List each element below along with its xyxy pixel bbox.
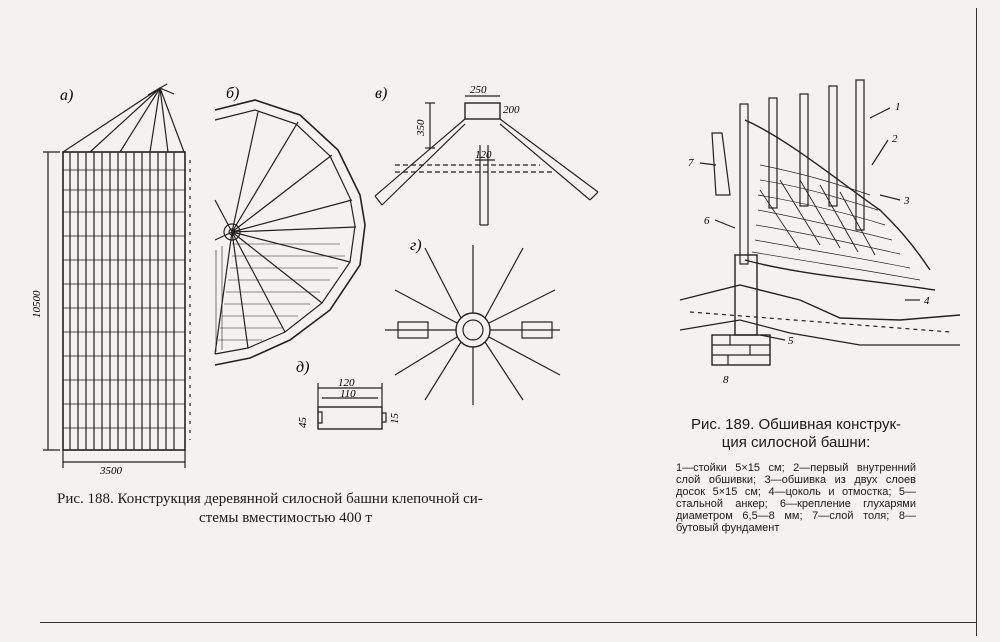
figure-189-title-line2: ция силосной башни: — [721, 434, 871, 451]
board-dimension-110: 110 — [340, 388, 356, 400]
board-profile-d — [317, 383, 387, 430]
callout-1: 1 — [895, 101, 901, 113]
callout-7: 7 — [688, 157, 694, 169]
sublabel-g: г) — [410, 237, 422, 254]
callout-6: 6 — [704, 215, 710, 227]
callout-8: 8 — [723, 374, 729, 386]
mid-dimension-120: 120 — [475, 149, 492, 161]
silo-elevation-a — [43, 83, 191, 468]
roof-plan-b — [214, 99, 366, 366]
sublabel-d: д) — [296, 359, 309, 376]
right-border-line — [976, 8, 977, 636]
figure-188-caption: Рис. 188. Конструкция деревянной силосно… — [57, 490, 587, 528]
board-dimension-15: 15 — [389, 413, 401, 425]
figure-188-caption-line1: Рис. 188. Конструкция деревянной силосно… — [57, 491, 483, 507]
sublabel-b: б) — [226, 85, 239, 102]
figure-189-title: Рис. 189. Обшивная конструк- ция силосно… — [676, 416, 916, 452]
top-dimension-250: 250 — [470, 84, 487, 96]
callout-4: 4 — [924, 295, 930, 307]
callout-5: 5 — [788, 335, 794, 347]
width-dimension: 3500 — [99, 465, 123, 477]
callout-3: 3 — [903, 195, 910, 207]
bottom-border-line — [40, 622, 977, 623]
board-dimension-120: 120 — [338, 377, 355, 389]
callout-2: 2 — [892, 133, 898, 145]
top-dimension-200: 200 — [503, 104, 520, 116]
figure-189-legend: 1—стойки 5×15 см; 2—первый внутренний сл… — [676, 462, 916, 534]
sublabel-a: а) — [60, 87, 73, 104]
side-dimension-350: 350 — [415, 119, 427, 137]
sublabel-v: в) — [375, 85, 387, 102]
roof-apex-section-v — [374, 95, 599, 226]
figure-189-title-line1: Рис. 189. Обшивная конструк- — [690, 416, 902, 433]
board-dimension-45: 45 — [297, 417, 309, 429]
height-dimension: 10500 — [31, 290, 43, 318]
star-plan-g — [385, 245, 561, 405]
figure-188-caption-line2: стемы вместимостью 400 т — [199, 510, 372, 526]
